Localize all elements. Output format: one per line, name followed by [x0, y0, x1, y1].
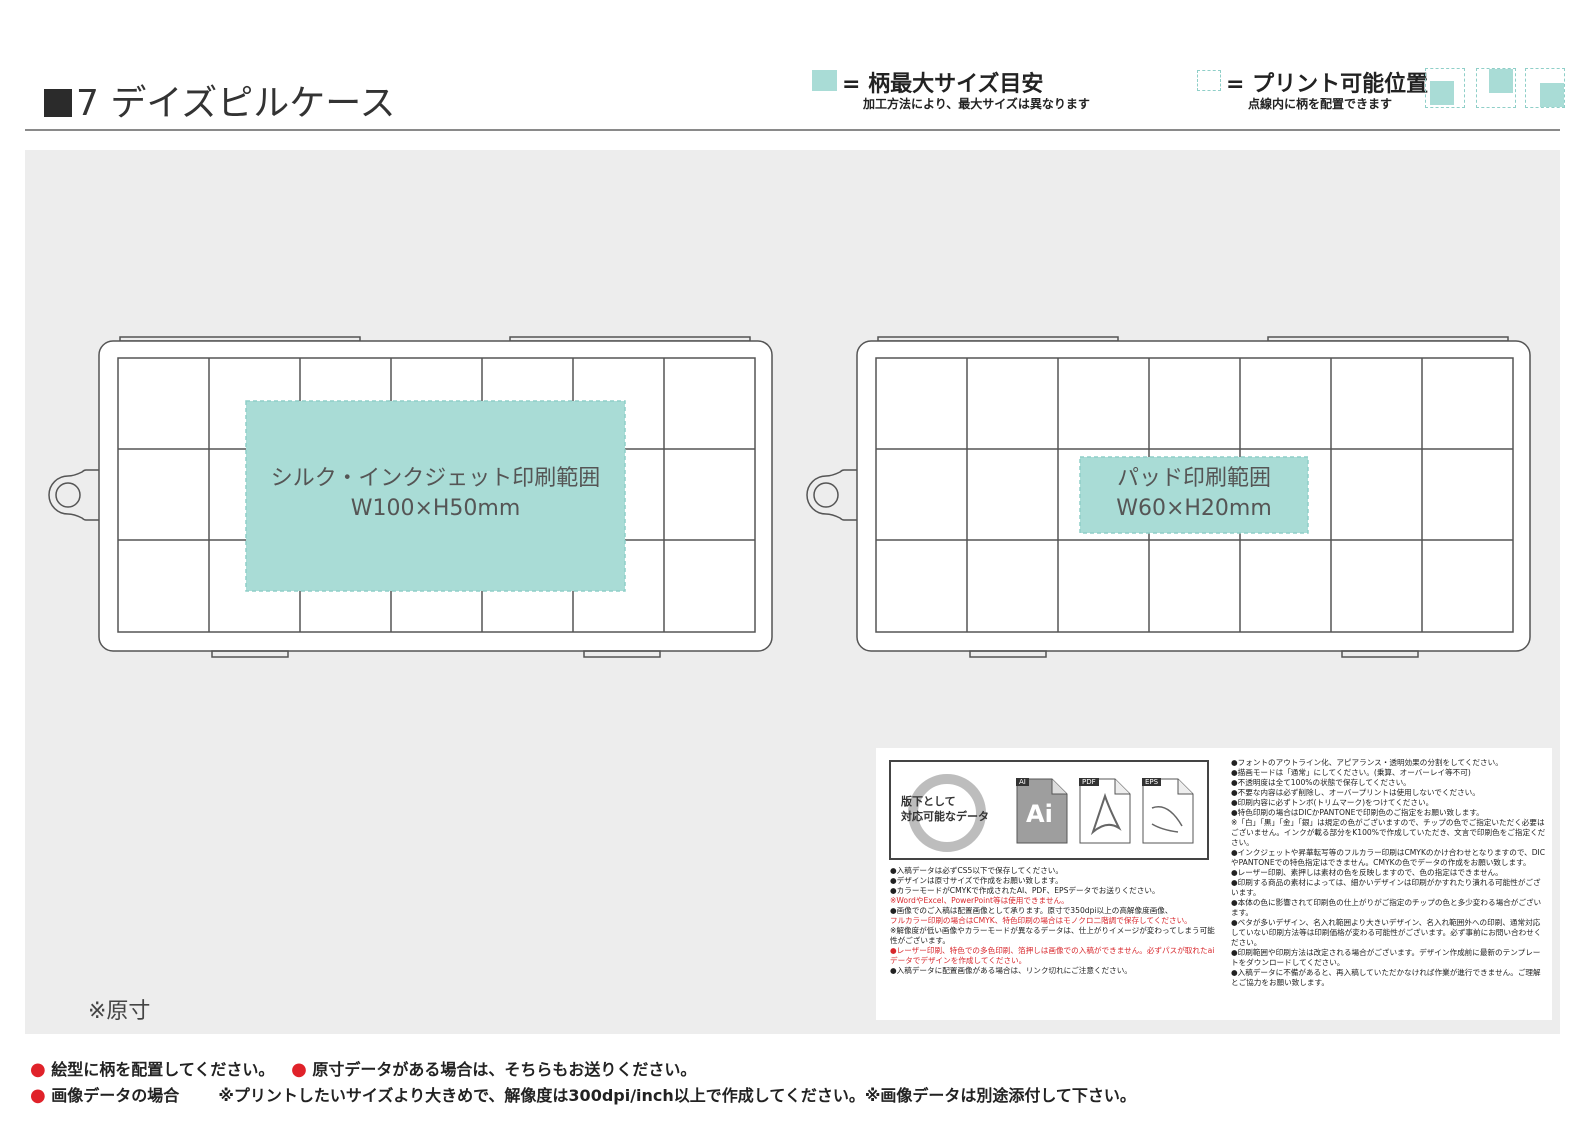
right-notes: ●フォントのアウトライン化、アピアランス・透明効果の分割をしてください。 ●描画…	[1231, 758, 1546, 987]
header-divider	[25, 129, 1560, 131]
page-title: 7 デイズピルケース	[44, 74, 395, 126]
print-position-swatch	[1197, 70, 1221, 91]
legend-max-size: = 柄最大サイズ目安	[842, 72, 1044, 97]
data-guidelines-panel: 版下として 対応可能なデータ AI Ai PDF EPS ●入稿データは必ずCS…	[876, 748, 1552, 1020]
max-size-swatch	[812, 70, 837, 91]
accepted-data-box: 版下として 対応可能なデータ AI Ai PDF EPS	[889, 760, 1209, 860]
red-bullet-icon: ●	[30, 1059, 46, 1080]
red-bullet-icon: ●	[30, 1085, 46, 1106]
legend-print-position: = プリント可能位置	[1226, 72, 1429, 97]
legend-print-note: 点線内に柄を配置できます	[1248, 97, 1393, 111]
legend-max-note: 加工方法により、最大サイズは異なります	[863, 97, 1090, 111]
silk-print-area	[245, 400, 626, 592]
position-example-top-right	[1476, 68, 1516, 108]
silk-print-label: シルク・インクジェット印刷範囲 W100×H50mm	[270, 466, 601, 521]
red-bullet-icon: ●	[291, 1059, 307, 1080]
footer-line-2: ● 画像データの場合 ※プリントしたいサイズより大きめで、解像度は300dpi/…	[30, 1085, 1136, 1106]
eps-file-icon: EPS	[1142, 778, 1194, 844]
footer-line-1: ● 絵型に柄を配置してください。 ● 原寸データがある場合は、そちらもお送りくだ…	[30, 1059, 697, 1080]
ai-file-icon: AI Ai	[1016, 778, 1068, 844]
left-notes: ●入稿データは必ずCS5以下で保存してください。 ●デザインは原寸サイズで作成を…	[890, 866, 1215, 975]
position-example-bottom-left	[1425, 68, 1465, 108]
data-ring-icon	[908, 774, 986, 852]
title-square-icon	[44, 89, 72, 117]
actual-size-note: ※原寸	[88, 999, 151, 1024]
pdf-file-icon: PDF	[1079, 778, 1131, 844]
pad-print-label: パッド印刷範囲 W60×H20mm	[1116, 466, 1272, 521]
position-example-bottom-right	[1525, 68, 1565, 108]
pad-print-area	[1079, 456, 1309, 534]
